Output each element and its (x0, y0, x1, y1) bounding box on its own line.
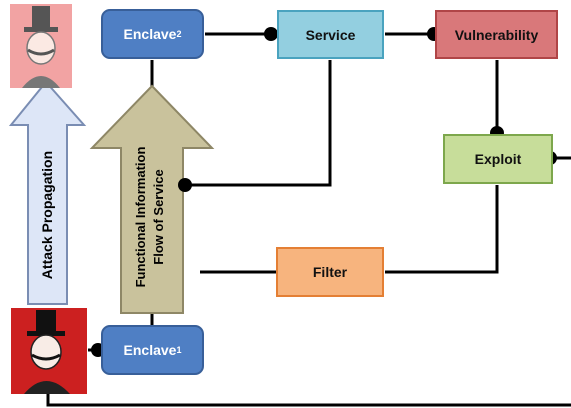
attack-propagation-label: Attack Propagation (37, 140, 57, 290)
edge-service-functional (185, 60, 332, 187)
attack-propagation-arrow (8, 80, 87, 305)
exploit-box[interactable]: Exploit (443, 134, 553, 184)
functional-flow-label: Functional Information Flow of Service (132, 132, 172, 302)
attacker-top-icon (10, 4, 72, 88)
junction-dot (264, 27, 278, 41)
junction-dot (178, 178, 192, 192)
enclave1-label: Enclave (123, 342, 177, 358)
service-label: Service (305, 26, 356, 43)
enclave1-subscript: 1 (176, 345, 182, 355)
functional-flow-arrow (89, 84, 215, 314)
attacker-bottom-icon (11, 308, 87, 394)
attack-propagation-text: Attack Propagation (39, 150, 55, 280)
functional-flow-line2: Flow of Service (151, 169, 166, 265)
enclave2-label: Enclave (123, 26, 177, 42)
service-box[interactable]: Service (277, 10, 384, 59)
connector-lines (46, 32, 571, 407)
vulnerability-box[interactable]: Vulnerability (435, 10, 558, 59)
vulnerability-label: Vulnerability (454, 26, 539, 43)
functional-flow-line1: Functional Information (133, 146, 148, 288)
enclave2-subscript: 2 (176, 29, 182, 39)
edge-attacker-bottom (46, 393, 571, 407)
exploit-label: Exploit (474, 151, 522, 167)
filter-label: Filter (312, 264, 348, 280)
edge-exploit-filter (385, 185, 499, 274)
filter-box[interactable]: Filter (276, 247, 384, 297)
